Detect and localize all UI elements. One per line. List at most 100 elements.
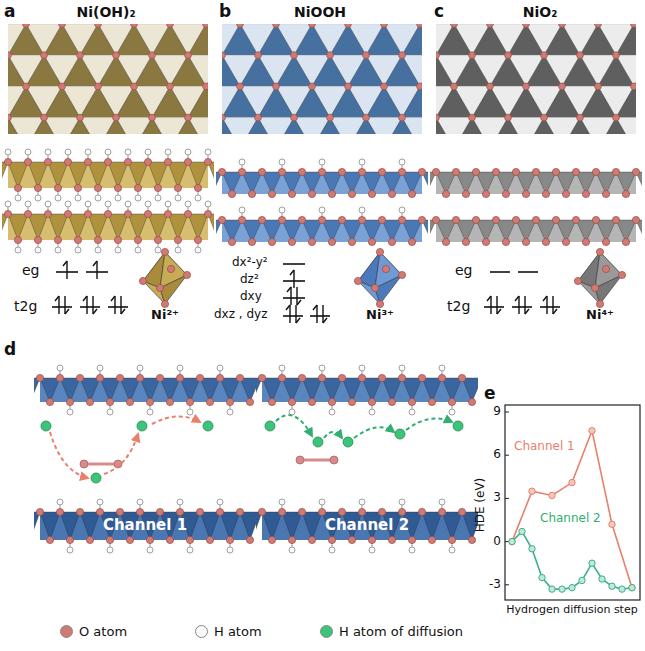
o-atom [298,168,305,175]
h-atom [145,201,151,207]
h-atom [399,499,405,505]
o-atom [206,536,213,543]
octahedron-face [384,55,420,86]
o-atom [562,238,569,245]
octahedron-face [436,55,454,86]
o-atom [399,52,406,59]
h-atom [45,201,51,207]
series-marker [569,479,575,485]
o-atom [134,184,141,191]
spin-arrow [55,296,59,301]
o-atom [268,238,275,245]
spin-arrow [83,296,87,301]
o-atom [34,184,41,191]
h-atom [399,159,405,165]
octahedron-face [580,24,616,55]
h-atom [319,365,325,371]
spin-arrow [496,296,497,314]
o-atom [381,24,388,27]
diffusing-h-atom [41,421,51,431]
o-atom [398,168,405,175]
h-atom [115,195,121,201]
o-atom [291,52,298,59]
h-atom [369,547,375,553]
molecule-atom [330,456,338,464]
o-atom [268,536,275,543]
o-atom [428,536,435,543]
o-atom [368,536,375,543]
h-atom [35,247,41,253]
o-atom [114,184,121,191]
series-marker [519,528,525,534]
o-atom [156,284,163,291]
o-atom [183,271,190,278]
h-atom [177,365,183,371]
o-atom [338,216,345,223]
o-atom [116,374,123,381]
layer-band: Channel 1 [40,512,250,540]
o-atom [41,52,48,59]
octahedron-face [62,55,98,86]
o-atom [418,508,425,515]
o-atom [592,216,599,223]
octahedron-face [258,86,294,117]
o-atom [94,184,101,191]
o-atom [194,236,201,243]
o-atom [574,277,581,284]
h-atom [97,365,103,371]
o-atom [134,236,141,243]
o-atom [76,508,83,515]
octahedron-face [80,512,100,540]
o-atom [378,216,385,223]
h-atom [449,409,455,415]
o-atom [206,398,213,405]
o-atom [502,190,509,197]
h-atom [279,365,285,371]
o-atom [236,374,243,381]
band-label: Channel 1 [103,517,187,534]
o-atom [46,536,53,543]
o-atom [44,158,51,165]
o-atom [378,508,385,515]
o-atom [398,374,405,381]
panel-letter: b [219,2,231,22]
o-atom [468,536,475,543]
series-marker [599,576,605,582]
o-atom [408,190,415,197]
o-atom [448,398,455,405]
octahedron-face [44,24,80,55]
h-atom [45,149,51,155]
h-atom [135,247,141,253]
octahedron-icon [354,248,405,307]
h-atom [15,247,21,253]
o-atom [358,374,365,381]
energy-level [484,306,504,308]
o-atom [278,168,285,175]
legend-swatch [195,625,208,638]
diffusion-path [324,432,342,438]
o-atom [23,83,30,90]
layer [40,512,250,540]
h-atom [205,149,211,155]
diffusing-h-atom [453,421,463,431]
h-atom [85,149,91,155]
o-atom [196,508,203,515]
spin-arrow [490,296,491,314]
o-atom [238,216,245,223]
o-atom [222,52,225,59]
o-atom [338,168,345,175]
series-marker [629,584,635,590]
h-atom [95,195,101,201]
octahedron-face [472,86,508,117]
o-atom [418,374,425,381]
o-atom [512,168,519,175]
o-atom [505,52,512,59]
o-atom [613,52,620,59]
spin-arrow [296,287,297,305]
o-atom [146,398,153,405]
octahedron-face [302,512,322,540]
o-atom [248,190,255,197]
h-atom [75,195,81,201]
octahedron-face [598,55,634,86]
lattice [34,365,256,415]
